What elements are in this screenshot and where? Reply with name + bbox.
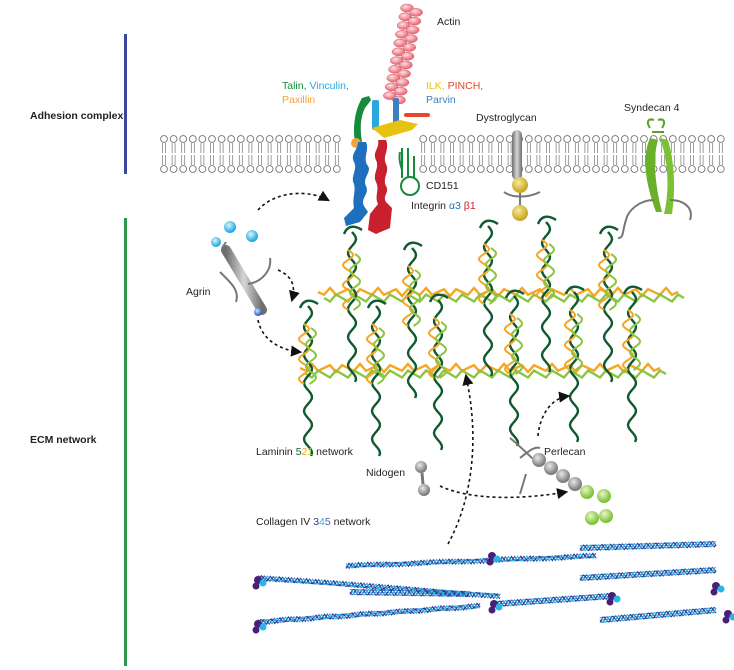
agrin-protein xyxy=(211,221,272,316)
integrin-complex xyxy=(344,96,430,234)
interaction-arrows xyxy=(257,190,571,545)
integrin-beta1-shape xyxy=(368,140,392,234)
talin-vinculin-label: Talin, Vinculin, xyxy=(282,80,349,93)
collagen-prefix: Collagen IV xyxy=(256,516,314,528)
actin-label: Actin xyxy=(437,16,461,28)
integrin-label: Integrin α3 β1 xyxy=(411,200,476,213)
vinculin-shape xyxy=(372,100,379,130)
laminin-chain-1: 1 xyxy=(307,446,314,458)
integrin-alpha3-shape xyxy=(344,142,369,226)
agrin-label: Agrin xyxy=(186,286,211,298)
pinch-shape xyxy=(404,113,430,117)
adhesion-section-bar xyxy=(124,34,127,174)
perlecan-protein xyxy=(509,437,613,525)
parvin-shape xyxy=(393,98,399,124)
laminin-suffix: network xyxy=(313,446,353,458)
talin-shape xyxy=(353,96,371,142)
syndecan-protein xyxy=(617,118,692,239)
integrin-beta-label: β1 xyxy=(463,200,476,212)
pinch-label: PINCH, xyxy=(447,80,484,92)
integrin-word: Integrin xyxy=(411,200,447,212)
syndecan-label: Syndecan 4 xyxy=(624,102,680,114)
ilk-pinch-label: ILK, PINCH, xyxy=(426,80,483,93)
nidogen-protein xyxy=(415,461,430,496)
laminin-chain-2: 2 xyxy=(301,446,308,458)
integrin-alpha-label: α3 xyxy=(448,200,461,212)
cell-membrane xyxy=(160,135,725,173)
actin-filament xyxy=(383,3,423,105)
perlecan-label: Perlecan xyxy=(544,446,586,458)
parvin-label: Parvin xyxy=(426,94,456,106)
collagen-chain-3: 3 xyxy=(313,516,320,528)
collagen-label: Collagen IV 345 network xyxy=(256,516,370,529)
collagen-chain-4: 4 xyxy=(319,516,325,528)
collagen-chain-5: 5 xyxy=(324,516,331,528)
ilk-label: ILK, xyxy=(426,80,445,92)
laminin-prefix: Laminin xyxy=(256,446,296,458)
cd151-protein xyxy=(398,148,420,196)
vinculin-label: Vinculin, xyxy=(309,80,349,92)
talin-label: Talin, xyxy=(282,80,307,92)
cd151-label: CD151 xyxy=(426,180,459,192)
dystroglycan-label: Dystroglycan xyxy=(476,112,537,124)
laminin-chain-5: 5 xyxy=(295,446,302,458)
ecm-section-label: ECM network xyxy=(30,434,97,446)
dystroglycan-protein xyxy=(503,130,541,221)
ilk-shape xyxy=(372,120,418,138)
ecm-section-bar xyxy=(124,218,127,666)
nidogen-label: Nidogen xyxy=(366,467,406,479)
laminin-label: Laminin 521 network xyxy=(256,446,353,459)
collagen-network xyxy=(252,540,734,634)
paxillin-label: Paxillin xyxy=(282,94,316,106)
adhesion-section-label: Adhesion complex xyxy=(30,110,124,122)
laminin-network xyxy=(297,215,685,457)
collagen-suffix: network xyxy=(330,516,371,528)
